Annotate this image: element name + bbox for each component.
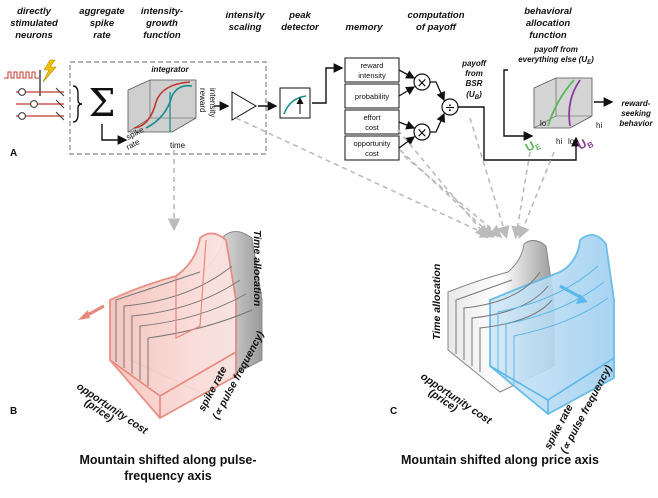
- integrator-cube: [127, 79, 197, 133]
- memory-opp-2: cost: [365, 149, 380, 158]
- c-time-alloc: Time allocation: [431, 264, 443, 340]
- b-time-alloc: Time allocation: [251, 230, 263, 306]
- caption-c-1: Mountain shifted along price axis: [401, 453, 599, 467]
- header-growth: intensity- growth function: [141, 6, 183, 41]
- reward-behavior-2: seeking: [621, 109, 651, 118]
- divide-symbol: ÷: [445, 101, 456, 116]
- c-opp: opportunity cost: [418, 371, 494, 428]
- panel-label-c: C: [390, 406, 397, 417]
- lo-b-label: lo: [568, 137, 575, 146]
- memory-opp-1: opportunity: [353, 139, 390, 148]
- header-peak-1: peak: [288, 10, 311, 21]
- memory-effort-1: effort: [364, 113, 382, 122]
- neuron-soma-icon: [18, 88, 26, 96]
- memory-probability: probability: [355, 92, 389, 101]
- header-peak: peak detector: [281, 10, 320, 33]
- header-growth-1: intensity-: [141, 6, 183, 17]
- header-behavioral-1: behavioral: [524, 6, 572, 17]
- payoff-to-behavior-arrow: [458, 106, 581, 161]
- integrator-time: time: [170, 141, 186, 150]
- memory-box-probability: [344, 83, 400, 109]
- header-neurons-2: stimulated: [10, 18, 58, 29]
- header-growth-2: growth: [145, 18, 178, 29]
- panel-label-b: B: [10, 406, 17, 417]
- ue-label: UE: [523, 135, 543, 156]
- lo-e-label: lo: [540, 119, 547, 128]
- payoff-else-2: everything else (UE): [518, 55, 594, 66]
- ub-label: UB: [575, 133, 595, 154]
- shift-arrow-c-head: [576, 294, 588, 304]
- reward-behavior-1: reward-: [622, 99, 651, 108]
- header-scaling-2: scaling: [229, 22, 262, 33]
- header-aggregate-1: aggregate: [79, 6, 125, 17]
- header-scaling: intensity scaling: [225, 10, 265, 33]
- shift-arrow-b-head: [78, 310, 90, 320]
- payoff-bsr-3: BSR: [466, 79, 483, 88]
- integrator-title: integrator: [151, 65, 189, 74]
- peak-to-memory-arrow: [312, 63, 344, 104]
- peak-curve: [283, 95, 307, 115]
- shift-arrow-c: [559, 284, 583, 300]
- header-aggregate-2: spike: [90, 18, 115, 29]
- payoff-bsr-4: (UB): [466, 90, 482, 101]
- hi-b-label: hi: [596, 121, 602, 130]
- payoff-bsr-2: from: [465, 69, 483, 78]
- connection-arrows: [167, 117, 555, 240]
- header-neurons-3: neurons: [15, 30, 52, 41]
- header-payoff: computation of payoff: [408, 10, 465, 33]
- lightning-icon: [42, 59, 57, 83]
- header-behavioral: behavioral allocation function: [524, 6, 572, 41]
- header-peak-2: detector: [281, 22, 320, 33]
- payoff-else-1: payoff from: [533, 45, 578, 54]
- header-neurons: directly stimulated neurons: [10, 6, 58, 41]
- memory-box-reward: [344, 57, 400, 83]
- header-aggregate: aggregate spike rate: [79, 6, 125, 41]
- header-aggregate-3: rate: [93, 30, 111, 41]
- integrator-reward-2: intensity: [208, 88, 217, 117]
- memory-effort-2: cost: [365, 123, 380, 132]
- mountain-c: [447, 234, 615, 416]
- behavior-cube: [533, 77, 593, 129]
- multiply-symbol-top: ×: [417, 76, 428, 91]
- sum-symbol: Σ: [89, 81, 116, 125]
- caption-b-1: Mountain shifted along pulse-: [79, 453, 256, 467]
- memory-stack: reward intensity probability effort cost…: [344, 57, 400, 161]
- memory-box-effort: [344, 109, 400, 135]
- payoff-bsr-label: payoff from BSR (UB): [461, 59, 487, 101]
- sum-to-cube-arrow: [101, 124, 128, 145]
- neuron-soma-icon: [18, 112, 26, 120]
- header-payoff-1: computation: [408, 10, 465, 21]
- multiply-symbol-bottom: ×: [417, 126, 428, 141]
- header-neurons-1: directly: [17, 6, 52, 17]
- integrator-reward-1: reward: [198, 88, 207, 112]
- panel-label-a: A: [10, 148, 17, 159]
- memory-reward-2: intensity: [358, 71, 386, 80]
- header-scaling-1: intensity: [225, 10, 265, 21]
- reward-behavior-3: behavior: [619, 119, 653, 128]
- integrator-box: [69, 61, 267, 155]
- memory-reward-1: reward: [361, 61, 384, 70]
- neuron-illustration: [4, 59, 65, 121]
- header-payoff-2: of payoff: [416, 22, 457, 33]
- header-memory: memory: [346, 22, 384, 33]
- mountain-b: [109, 231, 263, 420]
- else-to-behavior-arrow: [503, 69, 534, 141]
- scaling-triangle: [231, 91, 257, 121]
- header-growth-3: function: [143, 30, 181, 41]
- reward-behavior-label: reward- seeking behavior: [619, 99, 653, 128]
- header-behavioral-2: allocation: [526, 18, 571, 29]
- payoff-bsr-1: payoff: [461, 59, 487, 68]
- caption-b-2: frequency axis: [124, 469, 212, 483]
- neuron-soma-icon: [30, 100, 38, 108]
- brace-icon: [72, 85, 83, 123]
- header-behavioral-3: function: [529, 30, 567, 41]
- pulse-train-icon: [4, 71, 40, 79]
- hi-e-label: hi: [556, 137, 562, 146]
